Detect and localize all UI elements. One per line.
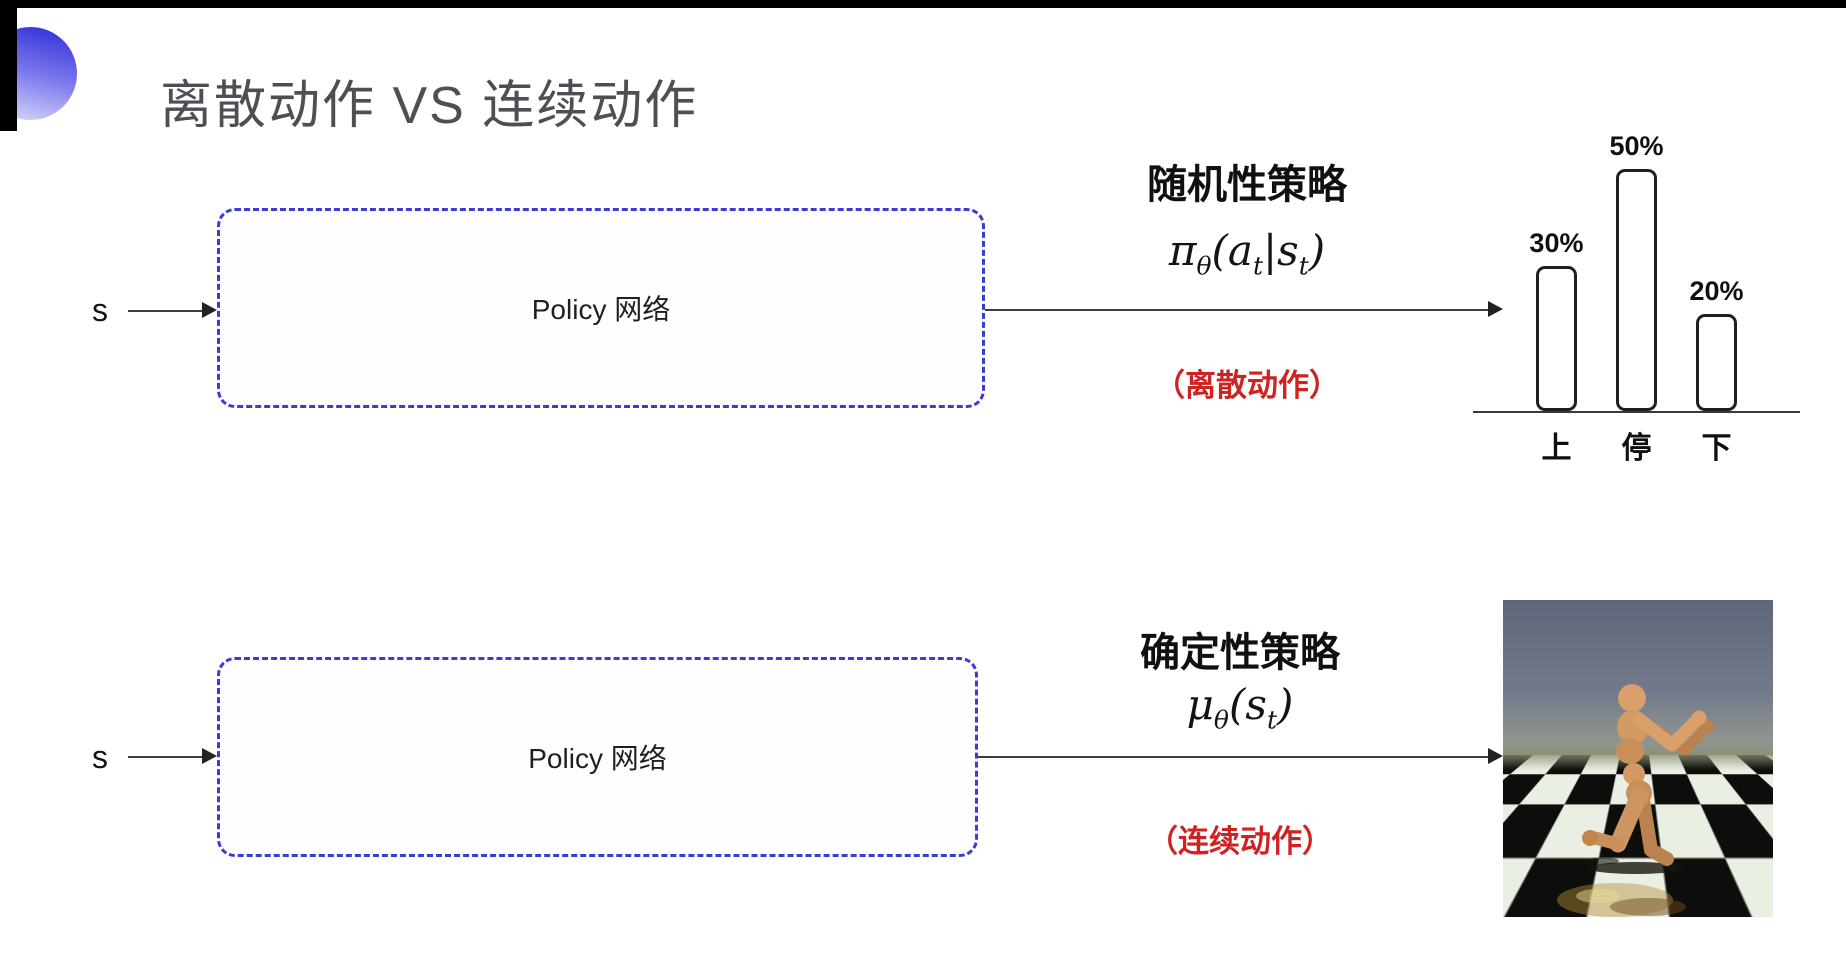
bar-value-label: 50%	[1609, 131, 1664, 161]
letterbox-left-notch	[0, 0, 17, 131]
action-type-label-2: （连续动作）	[1147, 824, 1333, 859]
policy-type-title-2: 确定性策略	[1140, 631, 1340, 675]
state-input-label-1: s	[92, 292, 108, 328]
arrowhead-policy-to-output-1	[1488, 301, 1503, 317]
arrow-policy-to-output-2	[978, 756, 1489, 758]
probability-bar	[1696, 314, 1738, 411]
arrow-state-to-policy-2	[128, 756, 204, 758]
letterbox-top-bar	[0, 0, 1846, 8]
action-type-label-1: （离散动作）	[1154, 368, 1340, 403]
policy-network-label-1: Policy 网络	[531, 294, 671, 325]
arrowhead-policy-to-output-2	[1488, 748, 1503, 764]
bar-group: 30% 上	[1529, 228, 1584, 465]
policy-formula-2: μθ(st)	[1186, 680, 1294, 735]
arrow-state-to-policy-1	[128, 310, 204, 312]
bar-category-label: 停	[1621, 432, 1652, 465]
bar-value-label: 20%	[1689, 276, 1744, 306]
bar-category-label: 上	[1541, 432, 1572, 465]
policy-network-box-1: Policy 网络	[217, 208, 985, 408]
arrowhead-state-to-policy-2	[202, 748, 217, 764]
bar-group: 50% 停	[1609, 131, 1664, 465]
policy-network-box-2: Policy 网络	[217, 657, 978, 857]
probability-bar-chart: 30% 上 50% 停 20% 下	[1473, 125, 1800, 465]
page-title: 离散动作 VS 连续动作	[160, 76, 699, 135]
arrow-policy-to-output-1	[985, 309, 1489, 311]
humanoid-simulation-image	[1503, 600, 1773, 917]
humanoid-robot-figure	[1557, 684, 1715, 917]
bar-value-label: 30%	[1529, 228, 1584, 258]
arrowhead-state-to-policy-1	[202, 302, 217, 318]
bar-group: 20% 下	[1689, 276, 1744, 465]
state-input-label-2: s	[92, 739, 108, 775]
probability-bar	[1535, 266, 1577, 411]
policy-network-label-2: Policy 网络	[528, 743, 667, 774]
policy-formula-1: πθ(at|st)	[1168, 226, 1326, 281]
policy-type-title-1: 随机性策略	[1147, 163, 1347, 207]
bar-category-label: 下	[1701, 432, 1732, 465]
probability-bar	[1615, 169, 1657, 411]
